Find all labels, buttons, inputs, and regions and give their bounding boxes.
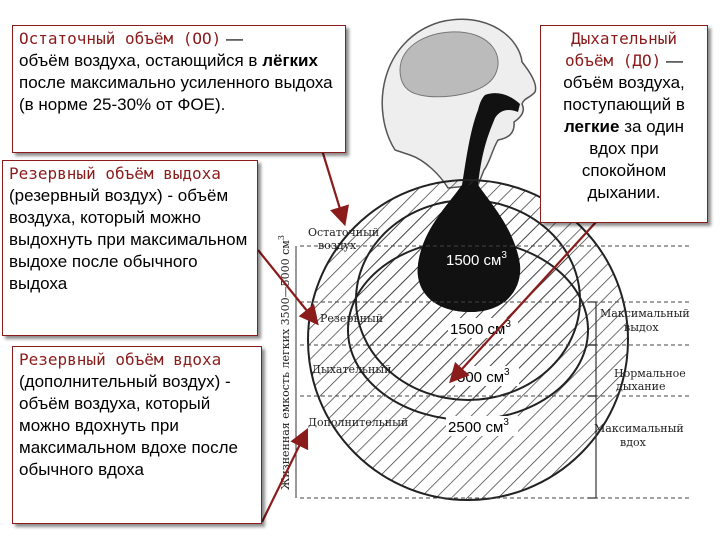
arrow-residual: [320, 149, 349, 227]
residual-volume-value: 1500 см3: [446, 250, 507, 269]
vital-capacity-label: Жизненная емкость легких 3500—5000 см3: [277, 235, 292, 490]
lung-black-overlay: [417, 185, 521, 312]
expiratory-reserve-term: Резервный объём выдоха: [9, 164, 221, 183]
supplemental-volume-value: 2500 см3: [448, 417, 509, 436]
label-reserve: Резервный: [320, 312, 383, 325]
residual-volume-box: Остаточный объём (ОО) — объём воздуха, о…: [12, 25, 346, 153]
inspiratory-reserve-box: Резервный объём вдоха (дополнительный во…: [12, 346, 262, 524]
brain-shape: [399, 31, 499, 98]
tidal-volume-term: Дыхательный объём (ДО): [564, 29, 677, 70]
arrow-insp-reserve: [261, 428, 309, 523]
inspiratory-reserve-term: Резервный объём вдоха: [19, 350, 222, 369]
arrow-exp-reserve: [257, 249, 319, 326]
label-tidal: Дыхательный: [312, 363, 391, 376]
reserve-volume-value: 1500 см3: [450, 319, 511, 338]
label-supplemental: Дополнительный: [308, 416, 408, 429]
residual-volume-term: Остаточный объём (ОО): [19, 29, 222, 48]
tidal-volume-box: Дыхательный объём (ДО) — объём воздуха, …: [540, 25, 708, 223]
arrow-tidal: [449, 221, 597, 384]
tidal-volume-value: 500 см3: [457, 367, 510, 386]
expiratory-reserve-box: Резервный объём выдоха (резервный воздух…: [2, 160, 258, 336]
